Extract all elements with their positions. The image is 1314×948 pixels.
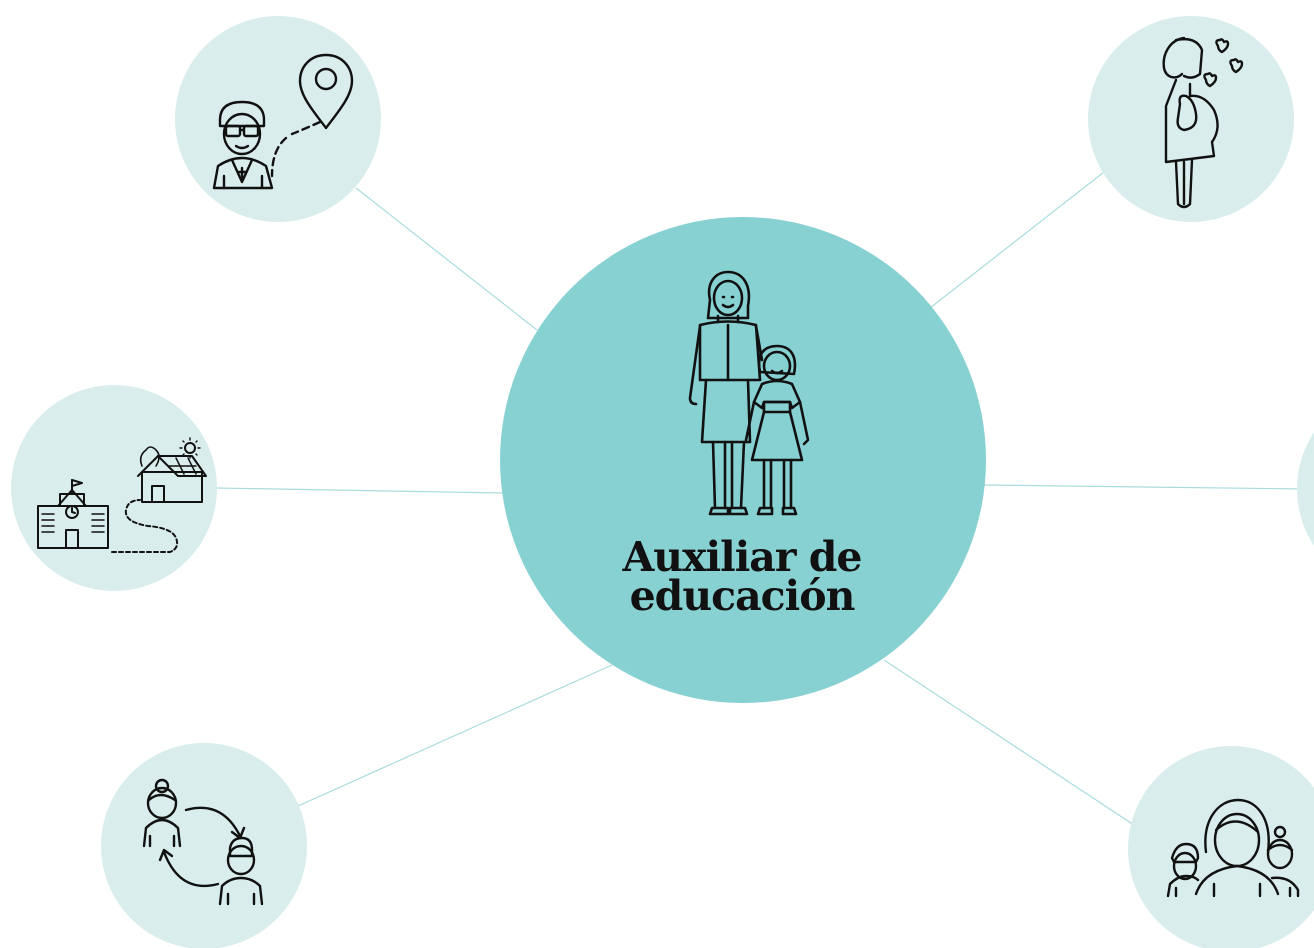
center-title-line-1: Auxiliar de <box>622 533 863 581</box>
connector-mid-right <box>983 484 1306 490</box>
connector-top-right <box>929 171 1105 309</box>
center-title-line-2: educación <box>629 572 856 620</box>
teacher-with-child-icon <box>688 270 810 516</box>
satellite-circles <box>11 16 1314 948</box>
pregnant-woman-icon <box>1162 36 1244 209</box>
connector-top-left <box>355 187 538 331</box>
teacher-location-pin-icon <box>212 53 354 190</box>
family-group-icon <box>1166 798 1300 898</box>
connector-mid-left <box>215 487 504 494</box>
center-title: Auxiliar de educación <box>560 533 924 620</box>
connectors <box>215 171 1306 826</box>
connector-bottom-left <box>297 664 613 807</box>
school-to-home-route-icon <box>37 437 207 553</box>
satellite-mid-left <box>11 385 217 591</box>
satellite-mid-right <box>1297 432 1314 546</box>
connector-bottom-right <box>883 659 1135 826</box>
satellite-top-left <box>175 16 381 222</box>
satellite-bottom-right <box>1128 746 1314 948</box>
satellite-top-right <box>1088 16 1294 222</box>
staff-exchange-icon <box>142 778 264 906</box>
satellite-bottom-left <box>101 743 307 948</box>
